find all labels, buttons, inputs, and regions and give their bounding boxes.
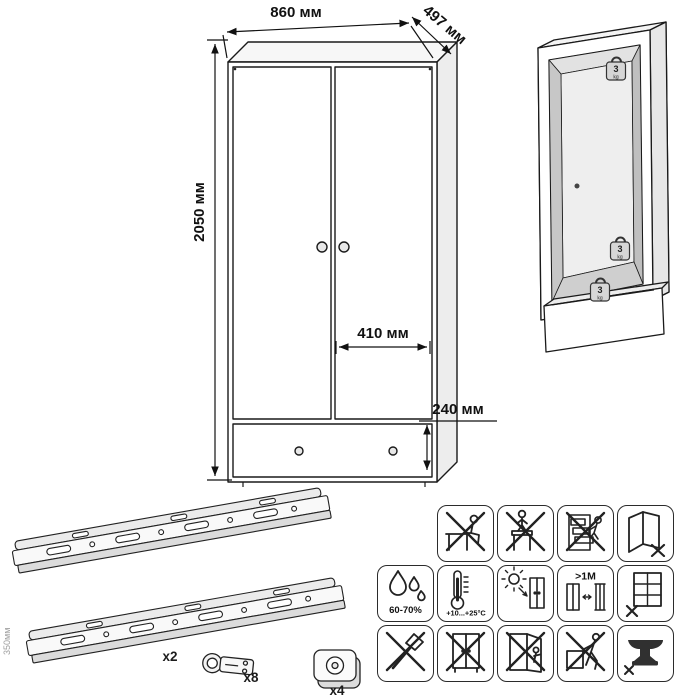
humidity-range-icon: 60-70%: [377, 565, 434, 622]
no-hanging-on-door-icon: [497, 625, 554, 682]
svg-text:kg: kg: [613, 75, 619, 81]
no-sitting-icon: [437, 505, 494, 562]
no-slam-doors-icon: [437, 625, 494, 682]
svg-text:kg: kg: [617, 255, 623, 261]
svg-text:kg: kg: [597, 296, 603, 302]
slide-length-label: 350мм: [2, 628, 12, 655]
svg-text:3: 3: [613, 64, 618, 74]
no-dragging-icon: [557, 625, 614, 682]
corner-bracket: [313, 649, 361, 689]
weight-3kg-middle: 3 kg: [609, 236, 631, 261]
width-dimension-label: 860 мм: [270, 4, 321, 21]
temperature-value: +10...+25°C: [446, 609, 486, 618]
hinge: [202, 653, 255, 676]
height-dimension-label: 2050 мм: [191, 182, 208, 242]
dimension-lines: [207, 16, 497, 481]
humidity-value: 60-70%: [389, 605, 422, 616]
temperature-range-icon: +10...+25°C: [437, 565, 494, 622]
distance-value: >1M: [575, 571, 596, 583]
wardrobe-front-view: [227, 41, 458, 487]
svg-text:3: 3: [597, 285, 602, 295]
slides-count-label: x2: [162, 649, 177, 664]
interior-door-knob: [574, 183, 580, 189]
no-hammer-icon: [377, 625, 434, 682]
drawer-knob-left: [294, 446, 304, 456]
door-width-dimension-label: 410 мм: [357, 325, 408, 342]
door-pinch-warning-icon: [617, 505, 674, 562]
no-standing-icon: [497, 505, 554, 562]
right-door-knob: [338, 241, 350, 253]
weight-3kg-top: 3 kg: [605, 56, 627, 81]
left-door-knob: [316, 241, 328, 253]
wardrobe-interior-view: [537, 21, 670, 321]
weight-3kg-drawer: 3 kg: [589, 277, 611, 302]
drawer-knob-right: [388, 446, 398, 456]
no-heavy-impact-anvil-icon: [617, 625, 674, 682]
depth-dimension-label: 497 мм: [419, 2, 469, 48]
drawer-height-dimension-label: 240 мм: [432, 401, 483, 418]
no-direct-sunlight-icon: [497, 565, 554, 622]
drawer-slide-rail-2: [24, 576, 346, 665]
heat-distance-icon: >1M: [557, 565, 614, 622]
drawer-slide-rail-1: [10, 486, 332, 575]
svg-text:3: 3: [617, 244, 622, 254]
hinges-count-label: x8: [243, 670, 259, 685]
window-grid-warning-icon: [617, 565, 674, 622]
corners-count-label: x4: [329, 683, 345, 698]
no-climbing-drawers-icon: [557, 505, 614, 562]
hardware-count-labels: x2 x8 x4: [162, 649, 345, 698]
